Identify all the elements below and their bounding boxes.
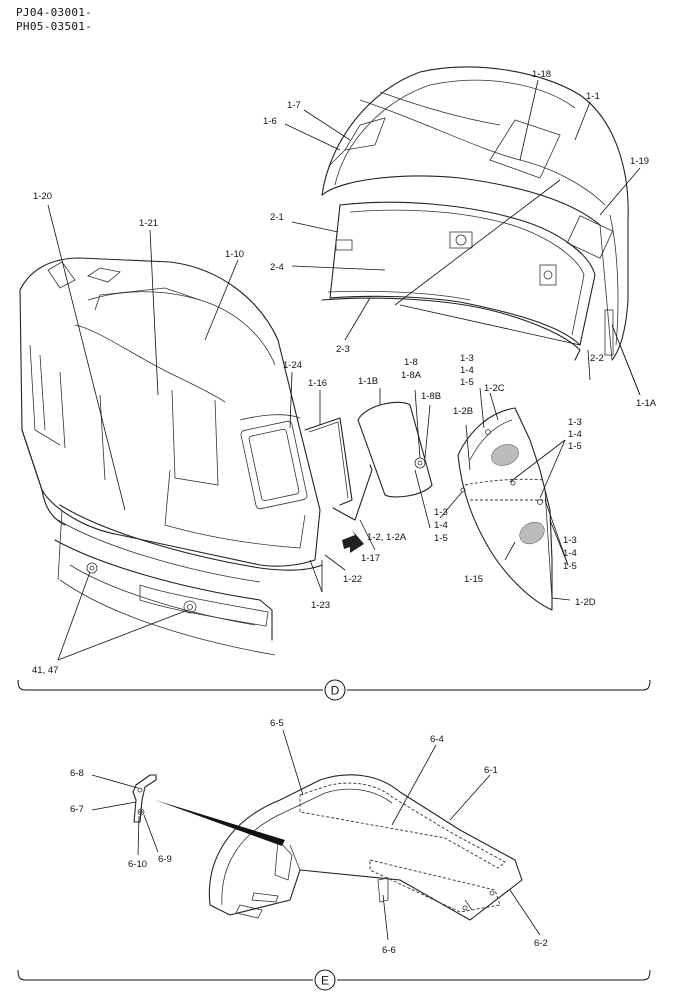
serial-range-2: PH05-03501-	[16, 20, 93, 33]
glass-1-1b	[357, 401, 433, 498]
section-e-label: E	[321, 974, 329, 988]
callout-1-8a: 1-8A	[401, 370, 422, 381]
inner-panel-2	[321, 201, 596, 361]
section-d-bracket: D	[17, 679, 651, 701]
callout-1-4-a: 1-4	[460, 365, 474, 376]
callout-1-5-b: 1-5	[568, 441, 582, 452]
callout-1-5-c: 1-5	[434, 533, 448, 544]
callout-41-47: 41, 47	[32, 665, 58, 676]
section-e-bracket: E	[17, 969, 651, 991]
leaders-section-e	[91, 729, 541, 941]
callout-1-1: 1-1	[586, 91, 600, 102]
callout-1-18: 1-18	[532, 69, 551, 80]
callout-1-2b: 1-2B	[453, 406, 473, 417]
callouts-section-d: 1-1 1-18 1-19 1-7 1-6 1-20 1-21 1-10 2-1…	[32, 69, 657, 676]
callout-6-4: 6-4	[430, 734, 444, 745]
callout-1-6: 1-6	[263, 116, 277, 127]
side-panel-1-15	[457, 407, 553, 611]
seal-1-17	[332, 464, 373, 521]
callout-1-21: 1-21	[139, 218, 158, 229]
callout-6-6: 6-6	[382, 945, 396, 956]
seal-1-16	[304, 417, 353, 506]
callout-1-3-c: 1-3	[434, 507, 448, 518]
callout-1-3-d: 1-3	[563, 535, 577, 546]
callout-1-16: 1-16	[308, 378, 327, 389]
callout-1-8b: 1-8B	[421, 391, 441, 402]
serial-range-1: PJ04-03001-	[16, 6, 93, 19]
callout-1-24: 1-24	[283, 360, 302, 371]
callout-1-15: 1-15	[464, 574, 483, 585]
callout-1-2-1-2a: 1-2, 1-2A	[367, 532, 407, 543]
callout-6-7: 6-7	[70, 804, 84, 815]
callout-1-4-c: 1-4	[434, 520, 448, 531]
callout-1-8: 1-8	[404, 357, 418, 368]
callout-1-5-a: 1-5	[460, 377, 474, 388]
callout-2-4: 2-4	[270, 262, 284, 273]
callouts-section-e: 6-5 6-4 6-1 6-8 6-7 6-10 6-9 6-6 6-2	[70, 718, 548, 956]
callout-1-5-d: 1-5	[563, 561, 577, 572]
callout-1-4-b: 1-4	[568, 429, 582, 440]
callout-6-8: 6-8	[70, 768, 84, 779]
callout-1-19: 1-19	[630, 156, 649, 167]
front-hood-1-10	[19, 257, 323, 656]
callout-1-20: 1-20	[33, 191, 52, 202]
leaders-section-d	[47, 79, 641, 661]
section-d-label: D	[331, 684, 340, 698]
callout-1-2d: 1-2D	[575, 597, 596, 608]
fender-6-1	[208, 774, 523, 921]
direction-arrow-icon	[342, 530, 364, 553]
callout-1-3-a: 1-3	[460, 353, 474, 364]
callout-6-1: 6-1	[484, 765, 498, 776]
callout-6-5: 6-5	[270, 718, 284, 729]
callout-1-7: 1-7	[287, 100, 301, 111]
callout-1-2c: 1-2C	[484, 383, 505, 394]
callout-1-10: 1-10	[225, 249, 244, 260]
callout-1-3-b: 1-3	[568, 417, 582, 428]
bracket-6-7	[132, 774, 157, 823]
callout-2-1: 2-1	[270, 212, 284, 223]
callout-1-17: 1-17	[361, 553, 380, 564]
rear-cover-1-1	[321, 66, 629, 361]
callout-1-1b: 1-1B	[358, 376, 378, 387]
callout-1-22: 1-22	[343, 574, 362, 585]
callout-1-4-d: 1-4	[563, 548, 577, 559]
callout-6-2: 6-2	[534, 938, 548, 949]
callout-6-9: 6-9	[158, 854, 172, 865]
callout-2-3: 2-3	[336, 344, 350, 355]
callout-1-23: 1-23	[311, 600, 330, 611]
callout-1-1a: 1-1A	[636, 398, 657, 409]
callout-2-2: 2-2	[590, 353, 604, 364]
callout-6-10: 6-10	[128, 859, 147, 870]
pointer-wedge	[155, 800, 285, 846]
